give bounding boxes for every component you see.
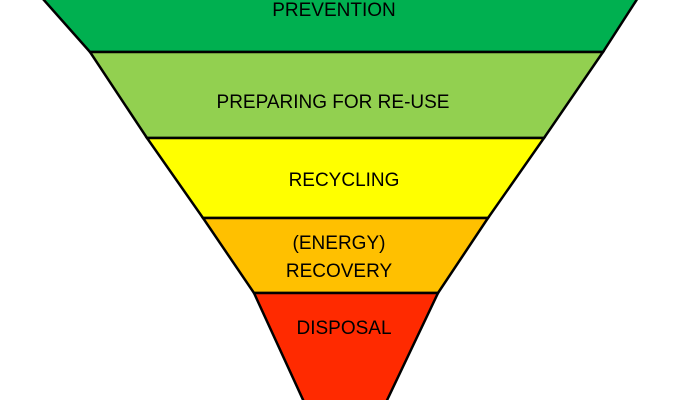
tier-prevention-label: PREVENTION — [272, 0, 396, 21]
tier-recycling-label: RECYCLING — [289, 170, 400, 191]
tier-energy-recovery-label-line1: (ENERGY) — [293, 233, 386, 254]
tier-preparing-for-reuse-label: PREPARING FOR RE-USE — [217, 92, 450, 113]
tier-disposal-label: DISPOSAL — [296, 318, 391, 339]
tier-energy-recovery-label-line2: RECOVERY — [286, 261, 393, 282]
tier-disposal — [252, 291, 440, 400]
